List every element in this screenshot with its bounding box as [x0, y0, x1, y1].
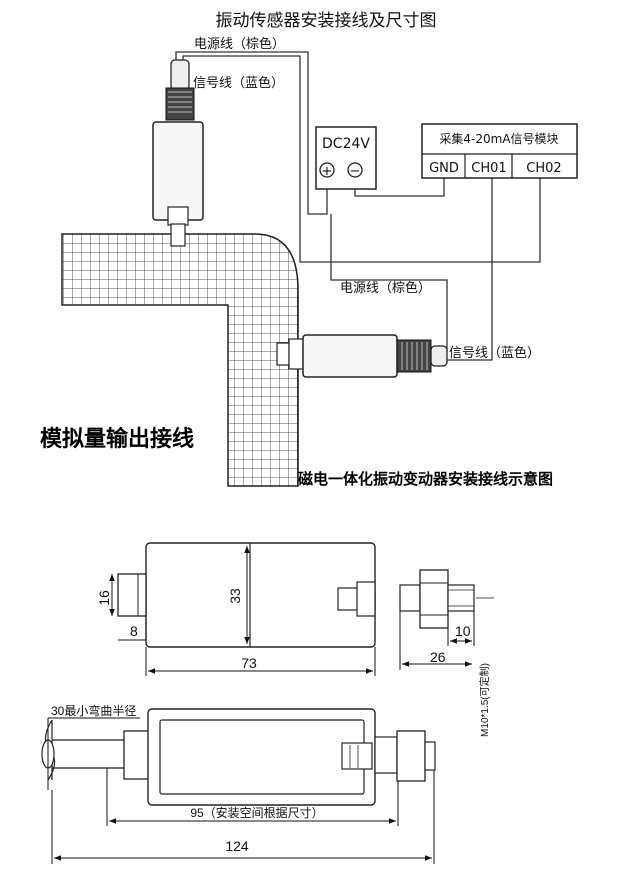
top-sensor-wires [175, 51, 541, 263]
sensor-cable-gland [170, 59, 190, 91]
dim-10: 10 [455, 623, 471, 639]
dim-16: 16 [96, 590, 112, 606]
integrated-caption: 磁电一体化振动变动器安装接线示意图 [298, 470, 553, 488]
signal-wire-label-right: 信号线（蓝色） [449, 345, 540, 361]
psu-label: DC24V [322, 136, 370, 152]
psu-plus-terminal [319, 162, 335, 178]
thread-spec: M10*1.5(可定制) [478, 663, 491, 737]
psu-minus-sign: − [350, 164, 361, 179]
sensor-stud [170, 223, 186, 247]
stud-thread [447, 584, 475, 612]
assembly-gland [123, 730, 151, 780]
side-sensor-stud [276, 342, 290, 366]
module-box [421, 123, 578, 179]
front-stud [117, 573, 147, 617]
sensor-body [152, 121, 204, 221]
module-port-gnd: GND [429, 161, 459, 176]
module-title: 采集4-20mA信号模块 [439, 131, 558, 146]
stud-side-view: 10 26 M10*1.5(可定制) [399, 569, 494, 737]
front-view-drawing: 16 8 33 73 [96, 542, 376, 676]
dim-73: 73 [241, 655, 257, 671]
sensor-nut [167, 206, 189, 226]
mounting-structure [61, 233, 299, 487]
module-port-ch01: CH01 [471, 161, 506, 176]
power-wire-label-right: 电源线（棕色） [340, 280, 431, 296]
module-port-ch02: CH02 [526, 161, 561, 176]
sensor-connector-knurl [165, 87, 195, 121]
assembly-view: 30最小弯曲半径 95（安装空间根据尺寸） 124 [41, 703, 436, 864]
bend-radius-label: 30最小弯曲半径 [51, 703, 136, 718]
psu-plus-sign: + [322, 164, 333, 179]
stud-hex-nut [419, 569, 449, 629]
side-sensor-body [302, 334, 398, 378]
power-supply: DC24V + − [315, 126, 377, 190]
dim-33: 33 [227, 588, 243, 604]
side-sensor-wires [330, 178, 493, 361]
analog-output-label: 模拟量输出接线 [40, 426, 194, 452]
vertical-sensor [152, 59, 204, 247]
side-sensor-gland [430, 345, 448, 367]
diagram-title: 振动传感器安装接线及尺寸图 [216, 11, 437, 31]
dim-26: 26 [430, 649, 446, 665]
horizontal-sensor [276, 334, 448, 378]
side-sensor-connector [396, 339, 432, 373]
dim-95: 95（安装空间根据尺寸） [190, 805, 323, 820]
signal-wire-label-top: 信号线（蓝色） [193, 75, 284, 91]
dim-8: 8 [130, 623, 138, 639]
assembly-hex-nut [396, 730, 426, 782]
psu-box [315, 126, 377, 190]
dim-124: 124 [225, 838, 249, 854]
acquisition-module: 采集4-20mA信号模块 GND CH01 CH02 [421, 123, 578, 179]
psu-minus-terminal [347, 162, 363, 178]
power-wire-label-top: 电源线（棕色） [194, 36, 285, 52]
assembly-stud-base [341, 742, 373, 770]
